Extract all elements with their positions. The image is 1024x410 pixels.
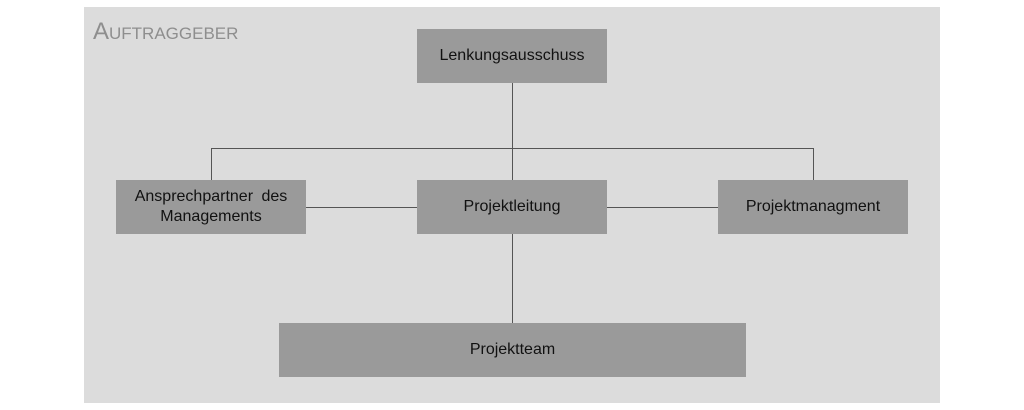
node-projektleitung: Projektleitung <box>417 180 607 234</box>
panel-title: Auftraggeber <box>93 18 239 45</box>
node-lenkungsausschuss: Lenkungsausschuss <box>417 29 607 83</box>
connector <box>813 148 814 180</box>
node-label: Projektteam <box>469 341 556 358</box>
node-projektmanagment: Projektmanagment <box>718 180 908 234</box>
connector <box>306 207 417 208</box>
connector <box>512 83 513 180</box>
connector <box>607 207 718 208</box>
node-label: Projektmanagment <box>745 198 881 215</box>
node-projektteam: Projektteam <box>279 323 746 377</box>
node-label: Ansprechpartner des Managements <box>134 188 288 225</box>
connector <box>211 148 212 180</box>
connector <box>512 234 513 323</box>
node-ansprechpartner: Ansprechpartner des Managements <box>116 180 306 234</box>
connector <box>211 148 814 149</box>
node-label: Lenkungsausschuss <box>439 47 585 64</box>
node-label: Projektleitung <box>463 198 561 215</box>
